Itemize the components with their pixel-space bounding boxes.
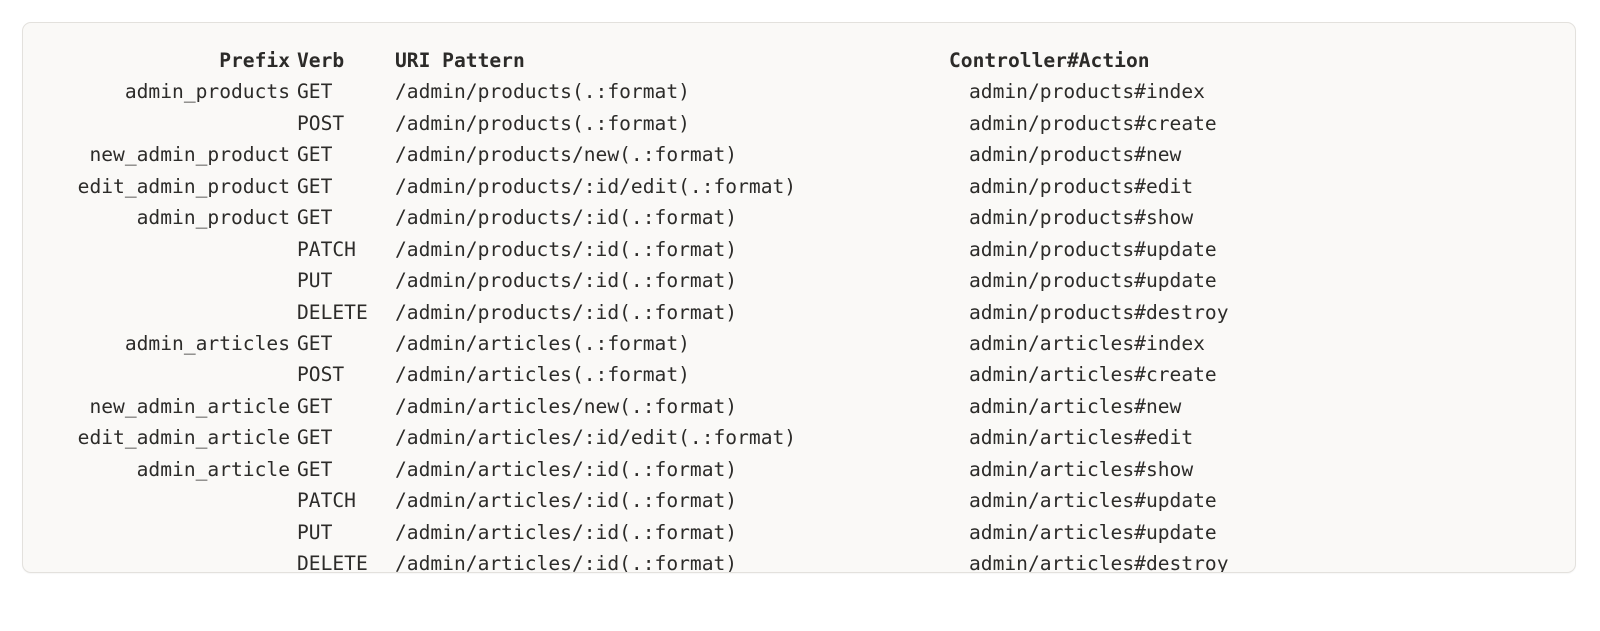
route-verb: GET: [297, 394, 333, 418]
route-verb: GET: [297, 174, 333, 198]
routes-table-row: admin_articles GET/admin/articles(.:forma…: [23, 328, 1229, 359]
route-controller-action: admin/articles#update: [969, 489, 1217, 513]
routes-table-row: new_admin_article GET/admin/articles/new(…: [23, 391, 1229, 422]
route-verb: DELETE: [297, 300, 368, 324]
route-uri-pattern: /admin/products/:id/edit(.:format): [395, 174, 797, 198]
route-verb: PATCH: [297, 237, 356, 261]
route-controller-action: admin/products#create: [969, 111, 1217, 135]
route-verb: GET: [297, 426, 333, 450]
column-header-prefix: Prefix: [219, 49, 290, 72]
route-controller-action: admin/articles#show: [969, 457, 1194, 481]
route-uri-pattern: /admin/products/:id(.:format): [395, 206, 738, 230]
route-controller-action: admin/products#update: [969, 237, 1217, 261]
route-controller-action: admin/products#update: [969, 269, 1217, 293]
route-prefix: edit_admin_article: [77, 426, 290, 450]
route-controller-action: admin/articles#index: [969, 331, 1205, 355]
routes-table-row: admin_article GET/admin/articles/:id(.:fo…: [23, 454, 1229, 485]
route-prefix: admin_articles: [124, 331, 290, 355]
routes-table-row: DELETE/admin/articles/:id(.:format) admin…: [23, 548, 1229, 573]
route-controller-action: admin/products#edit: [969, 174, 1194, 198]
route-uri-pattern: /admin/articles/:id/edit(.:format): [395, 426, 797, 450]
route-verb: PUT: [297, 520, 333, 544]
routes-table-row: edit_admin_product GET/admin/products/:id…: [23, 171, 1229, 202]
route-prefix: new_admin_product: [89, 143, 290, 167]
route-verb: POST: [297, 363, 345, 387]
route-uri-pattern: /admin/articles(.:format): [395, 331, 690, 355]
route-uri-pattern: /admin/articles/:id(.:format): [395, 489, 738, 513]
route-prefix: admin_article: [136, 457, 290, 481]
route-uri-pattern: /admin/products(.:format): [395, 80, 690, 104]
route-verb: GET: [297, 206, 333, 230]
routes-table-row: POST/admin/products(.:format) admin/produ…: [23, 108, 1229, 139]
route-prefix: new_admin_article: [89, 394, 290, 418]
routes-table-row: new_admin_product GET/admin/products/new(…: [23, 139, 1229, 170]
routes-table-row: PUT/admin/articles/:id(.:format) admin/ar…: [23, 517, 1229, 548]
routes-table-row: POST/admin/articles(.:format) admin/artic…: [23, 359, 1229, 390]
route-controller-action: admin/articles#edit: [969, 426, 1194, 450]
routes-table-row: edit_admin_article GET/admin/articles/:id…: [23, 422, 1229, 453]
route-verb: PUT: [297, 269, 333, 293]
routes-table-row: admin_products GET/admin/products(.:forma…: [23, 76, 1229, 107]
routes-table-row: PATCH/admin/articles/:id(.:format) admin/…: [23, 485, 1229, 516]
route-prefix: edit_admin_product: [77, 174, 290, 198]
route-controller-action: admin/products#show: [969, 206, 1194, 230]
routes-table: Prefix Verb URI Pattern Controller#Action ad…: [23, 23, 1229, 573]
route-uri-pattern: /admin/articles/:id(.:format): [395, 520, 738, 544]
routes-table-header-row: Prefix Verb URI Pattern Controller#Action: [23, 45, 1229, 76]
route-uri-pattern: /admin/articles/:id(.:format): [395, 457, 738, 481]
route-controller-action: admin/products#destroy: [969, 300, 1229, 324]
route-verb: POST: [297, 111, 345, 135]
route-verb: GET: [297, 143, 333, 167]
route-verb: GET: [297, 331, 333, 355]
route-uri-pattern: /admin/articles/new(.:format): [395, 394, 738, 418]
routes-output-card: Prefix Verb URI Pattern Controller#Action ad…: [22, 22, 1576, 573]
route-controller-action: admin/products#new: [969, 143, 1182, 167]
route-controller-action: admin/products#index: [969, 80, 1205, 104]
routes-table-row: PATCH/admin/products/:id(.:format) admin/…: [23, 234, 1229, 265]
route-controller-action: admin/articles#destroy: [969, 552, 1229, 573]
routes-table-row: DELETE/admin/products/:id(.:format) admin…: [23, 297, 1229, 328]
route-uri-pattern: /admin/articles/:id(.:format): [395, 552, 738, 573]
route-verb: GET: [297, 80, 333, 104]
column-header-uri-pattern: URI Pattern: [395, 49, 525, 72]
route-prefix: admin_products: [124, 80, 290, 104]
route-uri-pattern: /admin/articles(.:format): [395, 363, 690, 387]
route-uri-pattern: /admin/products/:id(.:format): [395, 300, 738, 324]
route-uri-pattern: /admin/products(.:format): [395, 111, 690, 135]
route-verb: PATCH: [297, 489, 356, 513]
column-header-verb: Verb: [297, 49, 345, 72]
column-header-controller-action: Controller#Action: [949, 49, 1150, 72]
route-uri-pattern: /admin/products/:id(.:format): [395, 269, 738, 293]
route-controller-action: admin/articles#create: [969, 363, 1217, 387]
route-uri-pattern: /admin/products/:id(.:format): [395, 237, 738, 261]
route-verb: GET: [297, 457, 333, 481]
routes-table-row: PUT/admin/products/:id(.:format) admin/pr…: [23, 265, 1229, 296]
route-controller-action: admin/articles#new: [969, 394, 1182, 418]
route-verb: DELETE: [297, 552, 368, 573]
route-prefix: admin_product: [136, 206, 290, 230]
route-controller-action: admin/articles#update: [969, 520, 1217, 544]
route-uri-pattern: /admin/products/new(.:format): [395, 143, 738, 167]
routes-table-row: admin_product GET/admin/products/:id(.:fo…: [23, 202, 1229, 233]
